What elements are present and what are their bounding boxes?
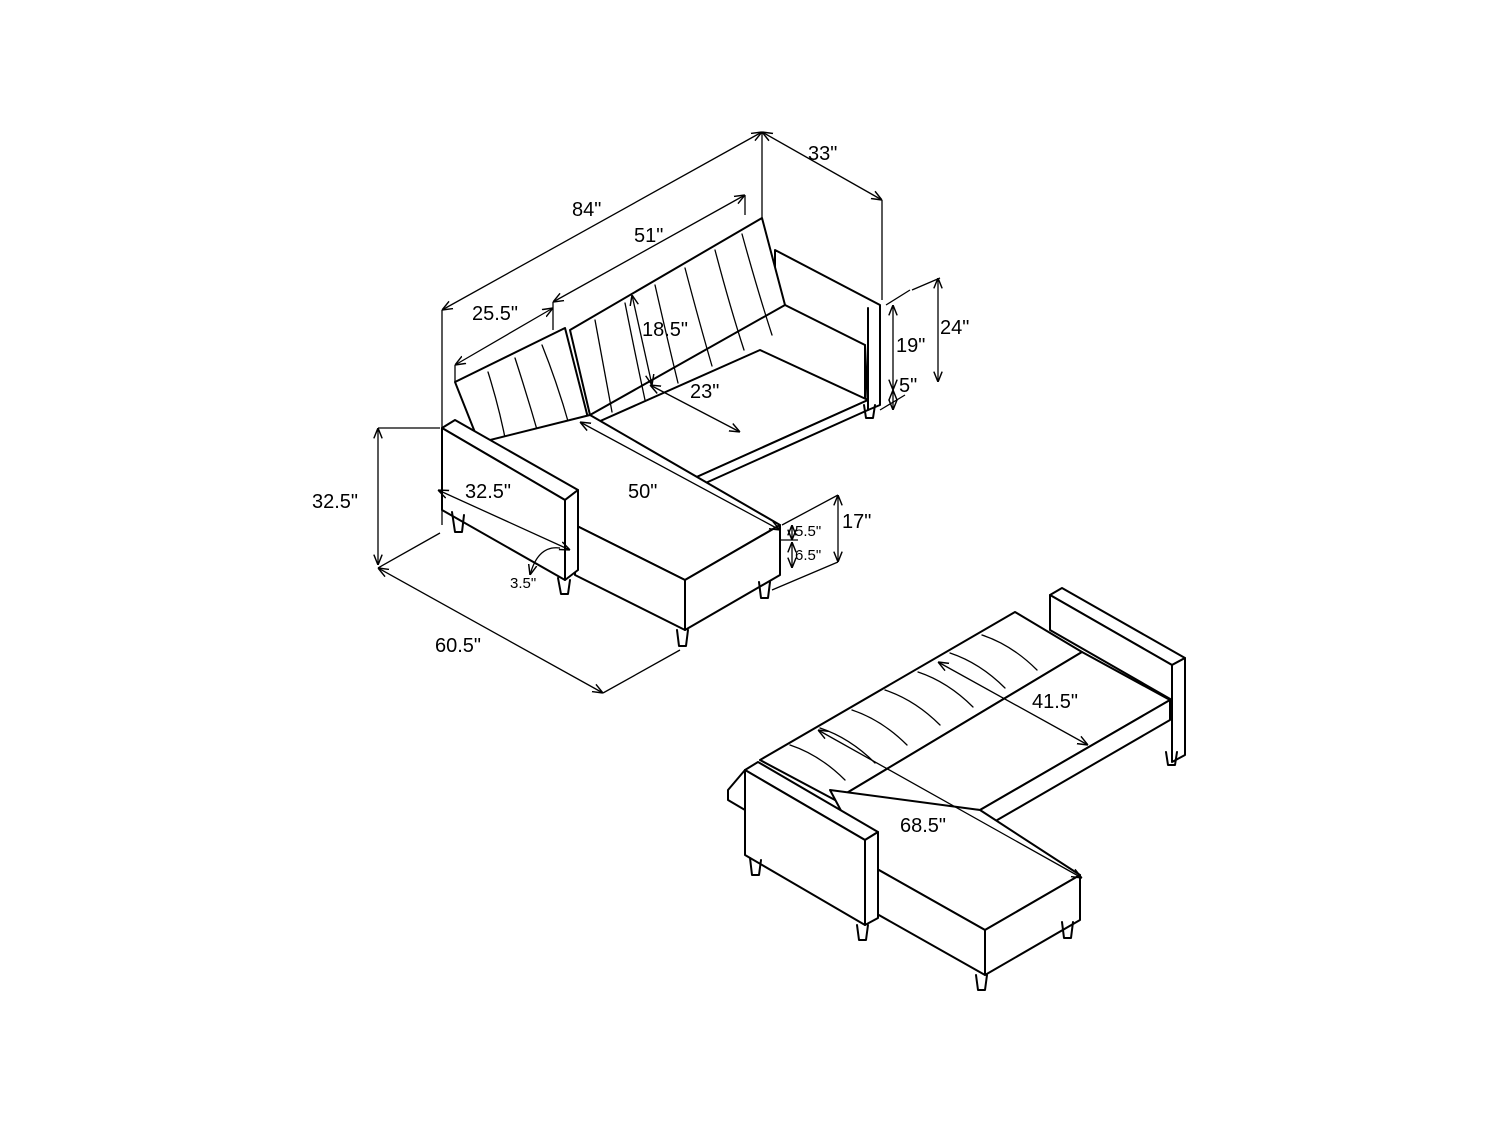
overall-width-label: 84" [572,199,601,221]
chaise-width-label: 25.5" [472,303,518,325]
back-height-label: 18.5" [642,319,688,341]
chaise-seat-length-label: 32.5" [465,481,511,503]
overall-depth-label: 33" [808,143,837,165]
chaise-total-height-label: 17" [842,511,871,533]
cushion-thickness-label: 5.5" [795,523,821,540]
overall-height-label: 24" [940,317,969,339]
chaise-height-label: 32.5" [312,491,358,513]
bed-drawing [727,587,1186,991]
chaise-depth-label: 60.5" [435,635,481,657]
seat-height-label: 19" [896,335,925,357]
bed-dimension-lines [818,662,1088,878]
sofa-dimension-lines [378,132,940,693]
bed-labels: 41.5" 68.5" [900,691,1078,837]
sofa-labels: 84" 33" 51" 25.5" 18.5" 23" 19" 24" 5" 3… [312,143,969,657]
arm-width-label: 3.5" [510,575,536,592]
bed-width-label: 41.5" [1032,691,1078,713]
chaise-length-label: 50" [628,481,657,503]
sofa-drawing [441,217,881,647]
base-thickness-label: 6.5" [795,547,821,564]
leg-height-label: 5" [899,375,917,397]
sofa-seat-width-label: 51" [634,225,663,247]
bed-length-label: 68.5" [900,815,946,837]
seat-depth-label: 23" [690,381,719,403]
